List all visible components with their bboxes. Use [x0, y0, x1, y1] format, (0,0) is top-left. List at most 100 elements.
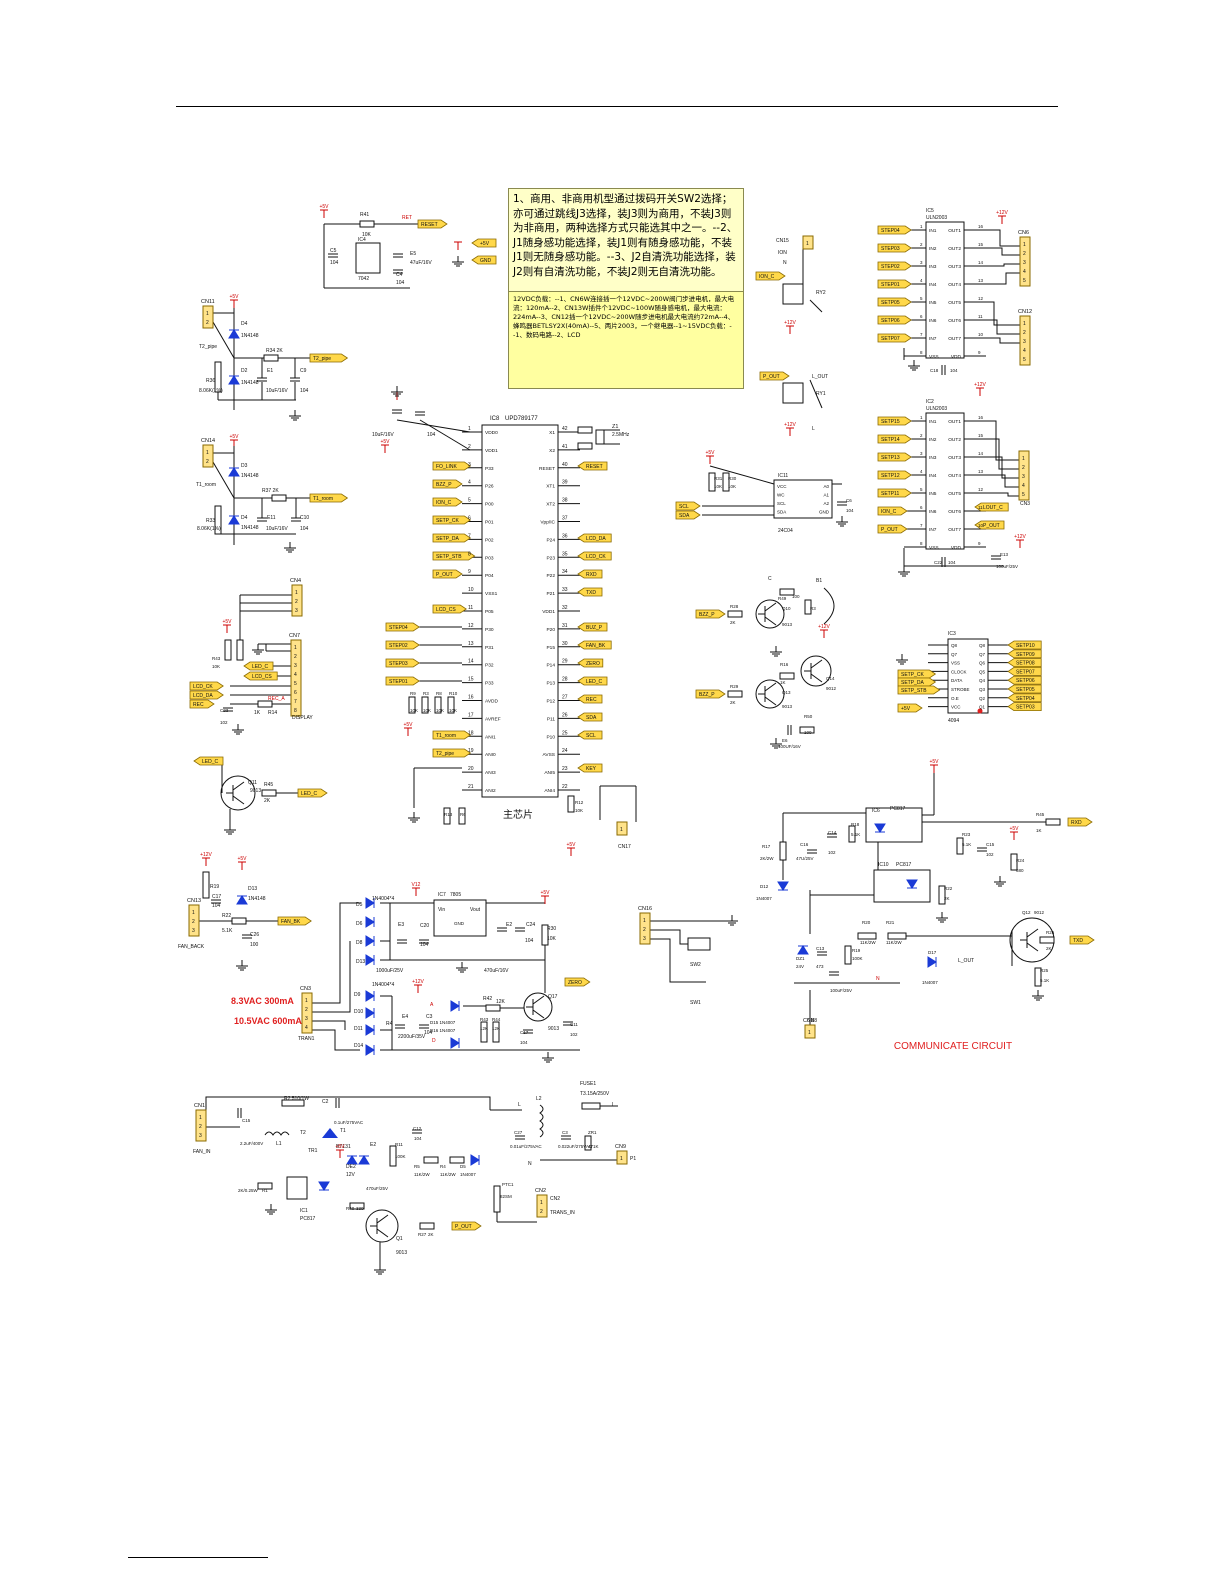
net-label-text: SETP_DA	[901, 680, 924, 686]
net-label-text: RXD	[586, 572, 597, 578]
uln-pin-out: OUT5	[948, 300, 961, 306]
diode	[365, 935, 375, 947]
eeprom-pin: SDA	[777, 510, 786, 515]
label: 10uF/16V	[266, 526, 288, 532]
ic-refdes: IC3	[948, 631, 956, 637]
resistor	[281, 1099, 305, 1107]
uln-pin-in: IN2	[929, 246, 937, 252]
resistor	[214, 505, 222, 535]
display-label: DISPLAY	[292, 715, 313, 721]
label: 8	[920, 541, 923, 546]
label: ZR1	[588, 1130, 597, 1135]
mcu-net-bzz_p	[432, 479, 463, 489]
wire	[986, 229, 1020, 247]
pin-number: 2	[295, 599, 298, 605]
pin-number: 28	[562, 677, 568, 683]
label: R30	[728, 476, 737, 481]
mcu-pin-left: P26	[485, 484, 494, 490]
connector-cn13	[188, 904, 200, 937]
label: 0.022uF/275VAC	[558, 1144, 593, 1149]
wire	[312, 941, 351, 1013]
net-label-text: STEP04	[389, 625, 408, 631]
pin-number: 38	[562, 498, 568, 504]
label: R14	[268, 710, 277, 716]
label: 4	[920, 278, 923, 283]
wire	[709, 465, 775, 485]
net-label-text: ZERO	[586, 661, 600, 667]
pin-number: 31	[562, 623, 568, 629]
uln-pin-out: OUT3	[948, 455, 961, 461]
wire	[1026, 942, 1039, 952]
shift-register-ic3	[947, 638, 989, 714]
resistor	[434, 696, 442, 714]
label: D9	[354, 992, 361, 998]
wire	[212, 461, 235, 499]
diode	[346, 1155, 358, 1165]
uln-pin-out: OUT6	[948, 318, 961, 324]
net-label-text: SETP14	[881, 437, 900, 443]
label: 12K	[492, 1026, 500, 1031]
transistor	[755, 599, 785, 629]
label: 471K	[588, 1144, 599, 1149]
diode	[365, 1044, 375, 1056]
connector-cn1	[195, 1109, 207, 1142]
mcu-pin-left: P33	[485, 466, 494, 472]
resistor	[231, 917, 247, 925]
diode	[365, 897, 375, 909]
pin-number: 1	[1023, 242, 1026, 248]
pin-number: 13	[468, 641, 474, 647]
pin-number: 15	[468, 677, 474, 683]
pin-number: 18	[468, 730, 474, 736]
net-label-text: +5V	[480, 241, 490, 247]
pin-number: 1	[1022, 456, 1025, 462]
wire	[650, 938, 690, 983]
ic-refdes: IC7	[438, 892, 446, 898]
label: E13	[1000, 552, 1009, 557]
wire	[810, 673, 823, 683]
net-reset	[417, 219, 448, 229]
resistor	[848, 825, 856, 843]
mcu-net-zero	[577, 658, 604, 668]
communicate-circuit-title: COMMUNICATE CIRCUIT	[894, 1041, 1012, 1052]
label: C17	[212, 894, 221, 900]
pin-number: 8	[468, 551, 471, 557]
label: T1	[340, 1128, 346, 1134]
label: C27	[514, 1130, 523, 1135]
mcu-pin-right: P23	[546, 555, 555, 561]
mcu-pin-right: P15	[546, 645, 555, 651]
wire	[232, 781, 245, 791]
driver-ic5	[925, 221, 965, 359]
resistor	[708, 472, 716, 492]
pin-number: 7	[294, 699, 297, 705]
label: 2200uF/35V	[398, 1034, 426, 1040]
uln-pin-in: IN2	[929, 437, 937, 443]
resistor-refdes: R12	[575, 800, 584, 805]
connector-cn9	[616, 1150, 628, 1165]
net-label-text: RESET	[421, 222, 438, 228]
fuse-refdes: FUSE1	[580, 1081, 596, 1087]
diode	[874, 823, 886, 833]
pin-number: 2	[1023, 251, 1026, 257]
ic3-pin-right: Q6	[979, 661, 986, 666]
label: 2K/2W	[760, 856, 774, 861]
net-label-text: LED_C	[252, 664, 269, 670]
power-label: +5V	[566, 842, 576, 848]
net-label-text: P_OUT	[436, 572, 453, 578]
regulator-ic7	[433, 899, 487, 937]
mcu-pin-left: P01	[485, 520, 494, 526]
net-label-text: STEP01	[389, 679, 408, 685]
resistor-refdes: R8	[436, 691, 442, 696]
resistor-value: 10K	[423, 708, 431, 713]
mcu-pin-left: P03	[485, 555, 494, 561]
connector-cn15	[802, 235, 814, 250]
uln-pin-out: OUT2	[948, 246, 961, 252]
mcu-pin-left: P31	[485, 645, 494, 651]
resistor-refdes: R6	[460, 812, 466, 817]
uln-pin-in: IN1	[929, 228, 937, 234]
net-label-text: T2_pipe	[436, 751, 454, 757]
mcu-net-lcd_da	[577, 533, 612, 543]
net-label-text: SETP05	[1016, 687, 1035, 693]
pin-marker	[977, 708, 983, 714]
label: 9012	[1034, 910, 1045, 915]
ic3-net-setp06	[1007, 675, 1042, 685]
